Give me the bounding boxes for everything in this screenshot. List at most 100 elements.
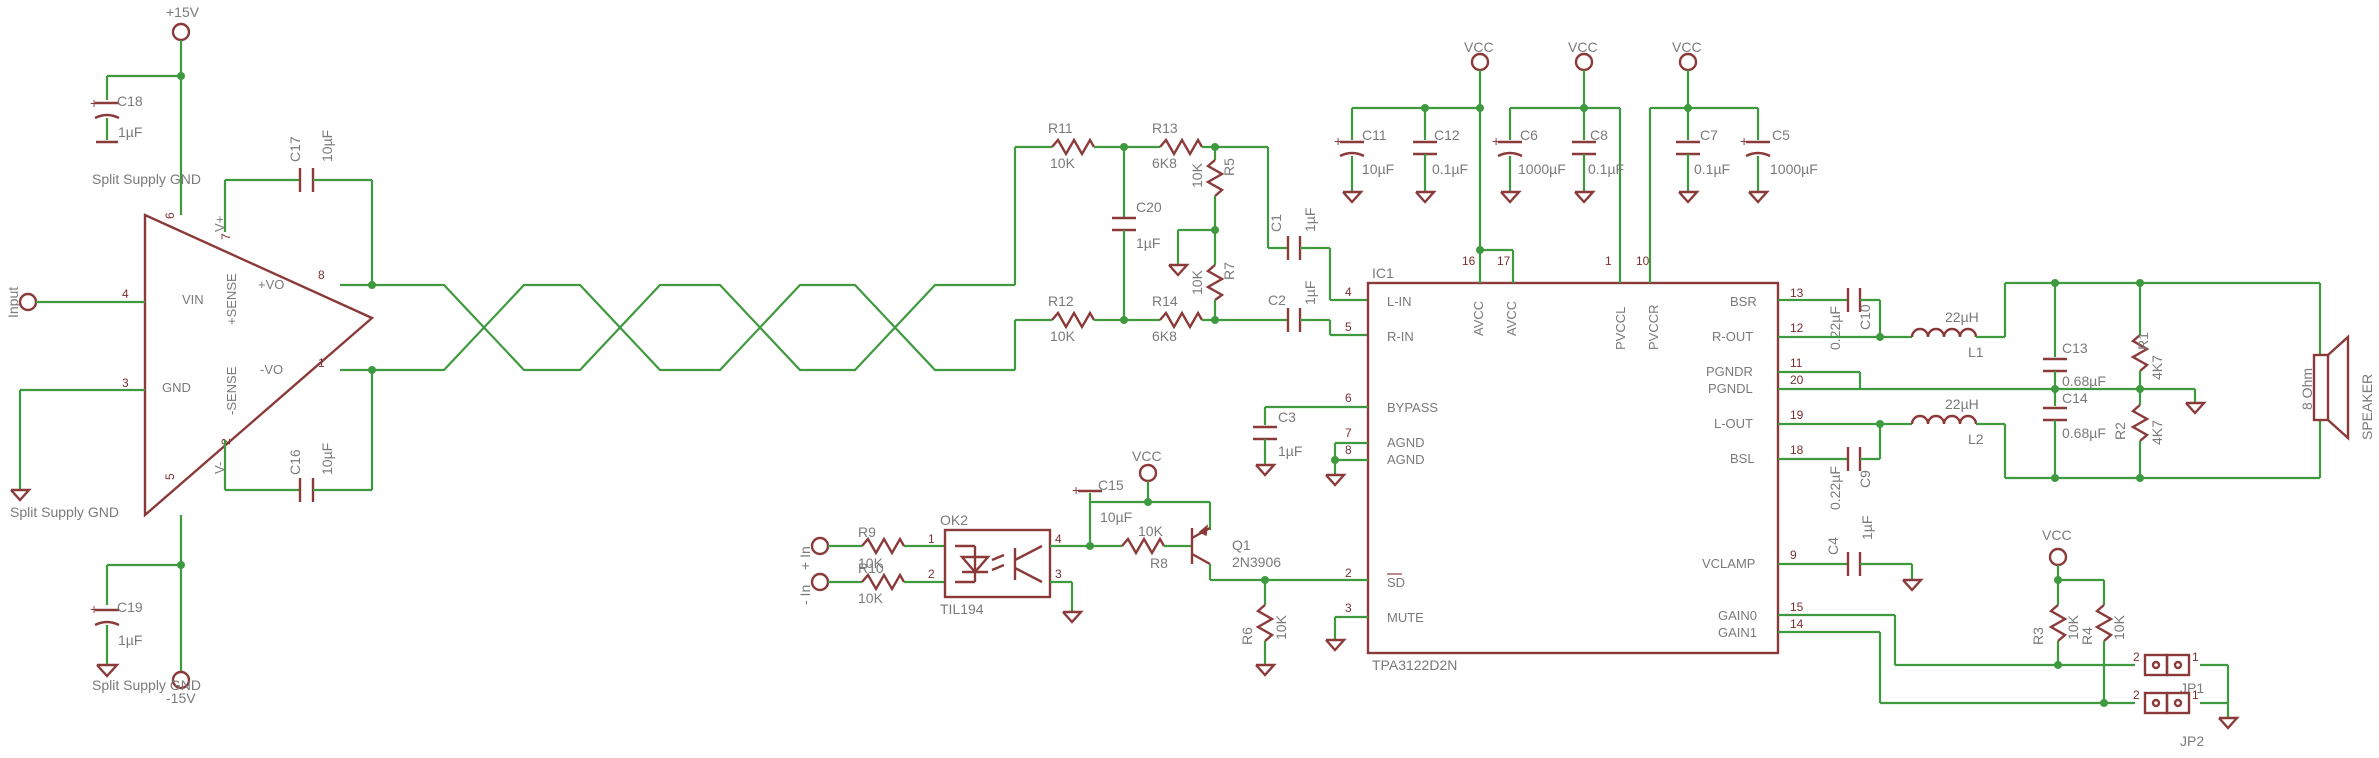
r5-value: 10K: [1189, 162, 1205, 188]
c17-value: 10µF: [319, 130, 335, 162]
c16-name: C16: [287, 449, 303, 475]
ic1-pinnum-16: 16: [1462, 254, 1476, 268]
cap-c12: C12 0.1µF: [1413, 108, 1468, 204]
vcc-label-mute: VCC: [1132, 448, 1162, 464]
cap-c19: + C19 1µF Split Supply GND: [90, 599, 201, 693]
c18-name: C18: [117, 93, 143, 109]
supply-minus15-label: -15V: [166, 690, 196, 706]
c8-name: C8: [1590, 127, 1608, 143]
ic1-pin-r-out: R-OUT: [1712, 329, 1753, 344]
optocoupler-ok2: OK2 TIL194 1 2 4 3: [928, 512, 1062, 617]
opamp-pinnum-7: 7: [219, 233, 233, 240]
mute-inputs: + In - In: [797, 536, 862, 605]
jp1-pin2: 2: [2133, 650, 2140, 664]
supply-plus15-label: +15V: [166, 4, 200, 20]
ic1-pinnum-4: 4: [1345, 285, 1352, 299]
res-r1: R1 4K7: [2130, 279, 2165, 393]
minus-in-label: - In: [797, 585, 813, 605]
vcc-rail-pvccr: VCC: [1648, 39, 1758, 283]
c7-name: C7: [1700, 127, 1718, 143]
vcc-label-gain: VCC: [2042, 527, 2072, 543]
cap-c20: C20 1µF: [1112, 143, 1162, 324]
ic1-pinnum-5: 5: [1345, 320, 1352, 334]
ok2-pin4: 4: [1055, 532, 1062, 546]
c17-name: C17: [287, 136, 303, 162]
pgnd-wires: [1778, 370, 2207, 415]
c11-name: C11: [1362, 127, 1387, 143]
cap-c5: + C5 1000µF: [1740, 108, 1818, 204]
ic1-pin-r-in: R-IN: [1387, 329, 1414, 344]
input-label: Input: [5, 287, 21, 318]
vcc-label-2: VCC: [1568, 39, 1598, 55]
ic1-pin-avcc-17: AVCC: [1504, 301, 1519, 336]
ic1: IC1 TPA3122D2N 4 L-IN 5 R-IN 6 BYPASS 7 …: [1345, 254, 1804, 673]
opamp-pinnum-8: 8: [318, 268, 325, 282]
r2-name: R2: [2112, 422, 2128, 440]
supply-plus15: +15V: [105, 4, 200, 215]
q1-name: Q1: [1232, 537, 1251, 553]
c11-value: 10µF: [1362, 161, 1394, 177]
opamp-pin-vin: VIN: [182, 292, 204, 307]
c14-value: 0.68µF: [2062, 425, 2106, 441]
ok2-pin1: 1: [928, 532, 935, 546]
opamp-pin-plus-sense: +SENSE: [224, 273, 239, 325]
ic1-pin-agnd-8: AGND: [1387, 452, 1425, 467]
ic1-pin-pvccl: PVCCL: [1613, 307, 1628, 350]
svg-text:+: +: [1740, 133, 1748, 149]
jp1-pin1: 1: [2192, 650, 2199, 664]
jumper-jp2[interactable]: 2 1 JP2: [2133, 688, 2204, 749]
svg-text:+: +: [90, 601, 98, 617]
ic1-pinnum-8: 8: [1345, 443, 1352, 457]
cap-c11: + C11 10µF: [1334, 108, 1394, 204]
c5-name: C5: [1772, 127, 1790, 143]
opto-wiring: [1050, 498, 1152, 624]
cap-c7: C7 0.1µF: [1676, 108, 1730, 204]
speaker-name: SPEAKER: [2359, 374, 2375, 440]
ic1-pinnum-2: 2: [1345, 566, 1352, 580]
r12-name: R12: [1048, 293, 1074, 309]
r9-value: 10K: [858, 555, 884, 571]
r5-name: R5: [1221, 158, 1237, 176]
opamp-pinnum-5: 5: [163, 473, 177, 480]
ic1-part: TPA3122D2N: [1372, 657, 1457, 673]
svg-text:+: +: [1492, 133, 1500, 149]
opamp-pin-minus-sense: -SENSE: [224, 366, 239, 415]
c20-name: C20: [1136, 199, 1162, 215]
r6-name: R6: [1239, 627, 1255, 645]
ic1-pinnum-9: 9: [1790, 548, 1797, 562]
c10-name: C10: [1857, 304, 1873, 330]
r4-value: 10K: [2111, 614, 2127, 640]
c12-name: C12: [1434, 127, 1460, 143]
plus-in-label: + In: [797, 546, 813, 570]
c20-value: 1µF: [1136, 235, 1160, 251]
q1-part: 2N3906: [1232, 554, 1281, 570]
c8-value: 0.1µF: [1588, 161, 1624, 177]
transistor-q1: Q1 2N3906: [1190, 524, 1368, 584]
ic1-pinnum-6: 6: [1345, 391, 1352, 405]
gnd-split-supply: Split Supply GND: [10, 388, 145, 520]
ic1-pin-pvccr: PVCCR: [1646, 304, 1661, 350]
res-r5: R5 10K: [1189, 143, 1237, 230]
opamp-pin-plus-vo: +VO: [258, 277, 284, 292]
c6-value: 1000µF: [1518, 161, 1566, 177]
ic1-pin-agnd-7: AGND: [1387, 435, 1425, 450]
opamp-pin-minus-vo: -VO: [260, 362, 283, 377]
ic1-pinnum-14: 14: [1790, 617, 1804, 631]
cap-c18: + C18 1µF Split Supply GND: [90, 93, 201, 187]
c4-value: 1µF: [1859, 516, 1875, 540]
c18-value: 1µF: [118, 124, 142, 140]
cap-c15: + C15 10µF: [1072, 477, 1132, 525]
ic1-pinnum-19: 19: [1790, 408, 1804, 422]
r13-value: 6K8: [1152, 155, 1177, 171]
vcc-rail-avcc: VCC: [1352, 39, 1515, 283]
r9-name: R9: [858, 524, 876, 540]
c15-value: 10µF: [1100, 509, 1132, 525]
input-terminal: Input: [5, 287, 145, 318]
ok2-name: OK2: [940, 512, 968, 528]
res-r14: R14 6K8: [1152, 293, 1268, 344]
c15-name: C15: [1098, 477, 1124, 493]
r7-name: R7: [1221, 262, 1237, 280]
svg-text:+: +: [1334, 133, 1342, 149]
c14-name: C14: [2062, 390, 2088, 406]
r8-name: R8: [1150, 555, 1168, 571]
